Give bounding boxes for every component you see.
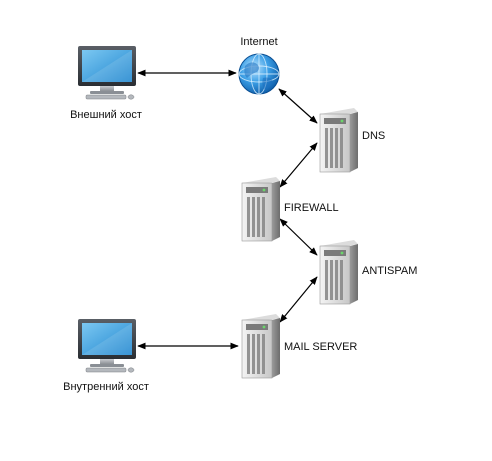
desktop-computer-icon [78,46,136,100]
antispam-node: ANTISPAM [319,240,417,305]
desktop-computer-icon [78,319,136,373]
internet-node: Internet [238,36,280,95]
firewall-node: FIREWALL [241,177,339,242]
internal-host-node: Внутренний хост [63,319,149,393]
mail-server-node: MAIL SERVER [241,314,357,379]
connections [137,69,318,350]
server-icon [319,108,358,173]
internal-host-label: Внутренний хост [63,381,149,393]
antispam-label: ANTISPAM [362,265,417,277]
edge-firewall-antispam [279,218,318,256]
mail-server-label: MAIL SERVER [284,341,357,353]
server-icon [241,314,280,379]
globe-icon [238,53,280,95]
edge-antispam-mail-server [279,276,318,323]
external-host-label: Внешний хост [70,109,142,121]
edge-dns-firewall [279,142,318,188]
internet-label: Internet [240,36,277,48]
dns-node: DNS [319,108,385,173]
dns-label: DNS [362,130,385,142]
edge-internet-dns [278,88,318,124]
server-icon [319,240,358,305]
firewall-label: FIREWALL [284,202,339,214]
external-host-node: Внешний хост [70,46,142,121]
server-icon [241,177,280,242]
